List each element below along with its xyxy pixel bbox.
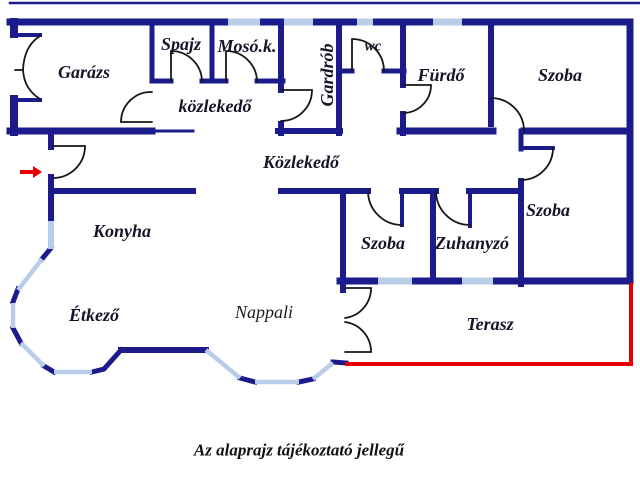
window-segment	[204, 348, 242, 380]
room-label-terasz: Terasz	[466, 314, 514, 334]
entrance-arrow-icon	[20, 166, 42, 178]
door-arc	[520, 147, 554, 181]
door-arc	[280, 89, 313, 122]
room-label-spajz: Spajz	[160, 34, 202, 54]
door-arc	[170, 50, 203, 82]
room-label-szoba-middle: Szoba	[360, 233, 406, 253]
window-segment	[16, 257, 44, 292]
room-label-kozlekedo-small: közlekedő	[178, 96, 252, 116]
door-arc	[120, 91, 153, 123]
door-arc	[344, 321, 372, 353]
room-label-konyha: Konyha	[92, 221, 152, 241]
wall-segment	[330, 359, 349, 366]
room-label-szoba-right: Szoba	[525, 200, 571, 220]
room-label-kozlekedo-main: Közlekedő	[263, 152, 339, 172]
plan-caption: Az alaprajz tájékoztató jellegű	[193, 440, 405, 460]
wall-segment	[88, 346, 125, 376]
walls	[6, 18, 634, 386]
arrow-head	[33, 166, 42, 178]
room-label-zuhanyzo: Zuhanyzó	[434, 233, 510, 253]
room-label-gardrob: Gardrób	[317, 43, 337, 107]
wall-segment	[236, 374, 259, 386]
door-arc	[367, 190, 403, 226]
room-label-etkezo: Étkező	[68, 305, 120, 325]
door-arc	[22, 35, 41, 71]
room-label-furdo: Fürdő	[417, 65, 465, 85]
wall-segment	[40, 362, 58, 376]
room-label-mosokonyha: Mosó.k.	[217, 36, 277, 56]
wall-segment	[296, 376, 316, 385]
door-arc	[490, 97, 525, 132]
door-arc	[402, 84, 432, 114]
windows	[10, 18, 493, 385]
door-arc	[225, 50, 258, 82]
window-segment	[19, 341, 46, 368]
doors	[14, 35, 554, 353]
room-label-wc: wc	[364, 38, 382, 55]
door-arc	[351, 38, 385, 72]
wall-segment	[38, 244, 55, 263]
terrace-outline	[345, 283, 633, 366]
room-label-garazs: Garázs	[57, 62, 111, 82]
door-arc	[52, 145, 86, 179]
door-arc	[435, 190, 471, 226]
room-label-szoba-top: Szoba	[537, 65, 583, 85]
room-label-nappali: Nappali	[234, 302, 294, 322]
door-arc	[22, 69, 41, 100]
wall-segment	[9, 324, 25, 347]
window-segment	[311, 361, 335, 381]
wall-segment	[9, 285, 22, 306]
door-arc	[344, 287, 372, 319]
